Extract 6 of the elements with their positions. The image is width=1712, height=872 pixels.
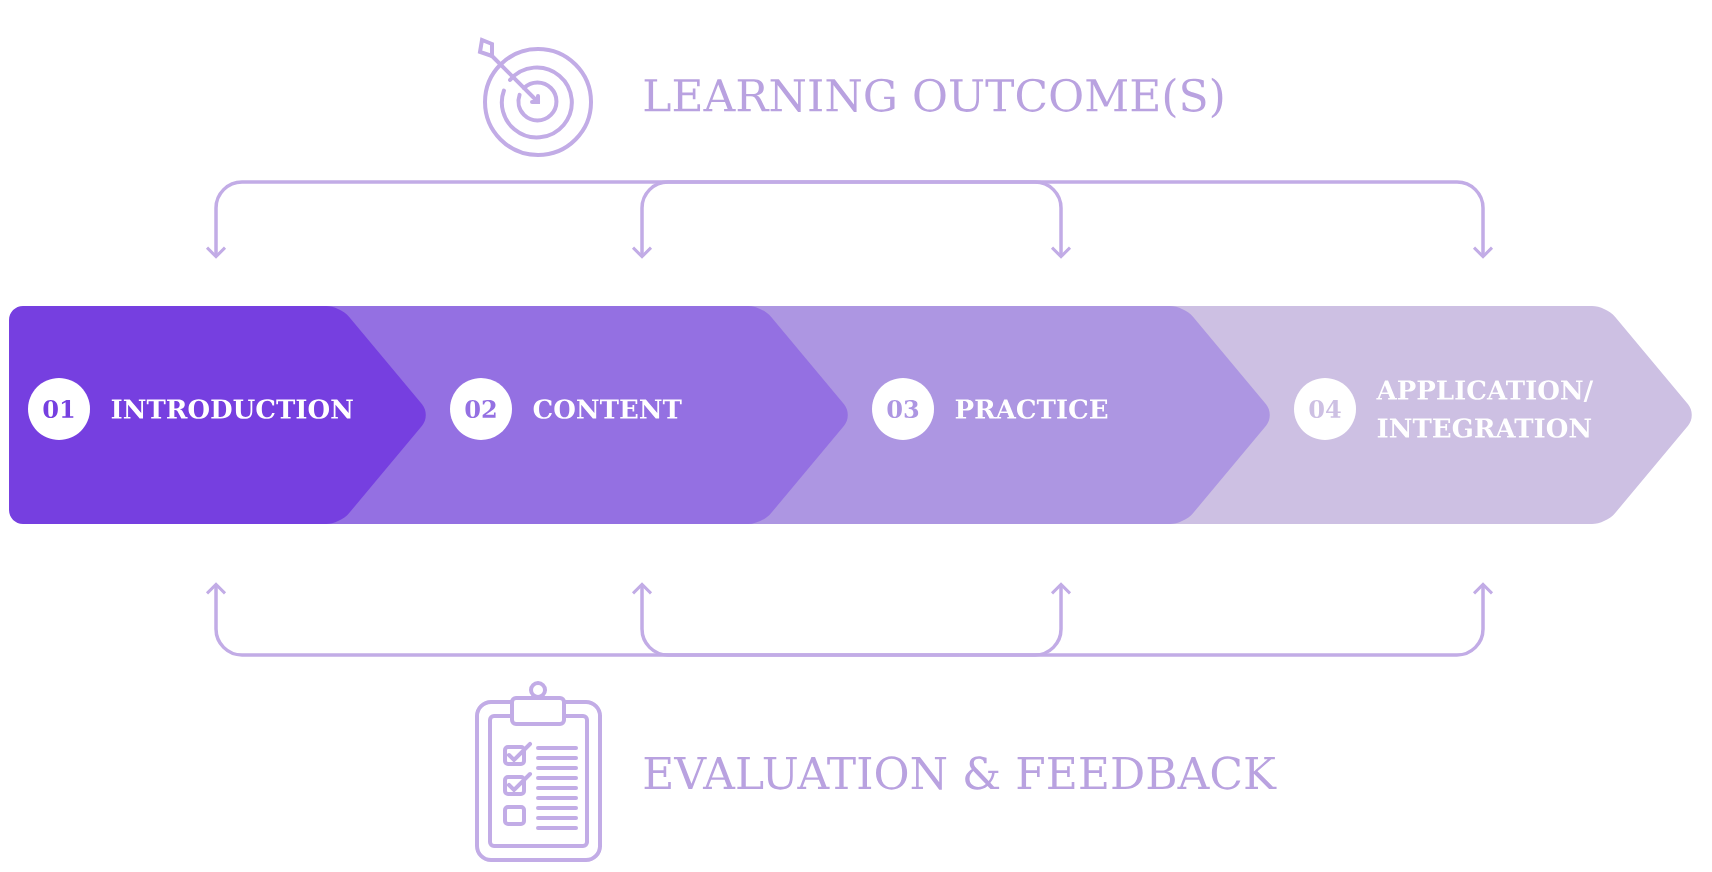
heading: LEARNING OUTCOME(S) xyxy=(644,77,1223,119)
heading: EVALUATION & FEEDBACK xyxy=(644,756,1277,790)
arrow xyxy=(631,180,935,259)
arrow xyxy=(934,180,1494,259)
arrow xyxy=(959,582,1494,657)
arrow xyxy=(631,582,960,657)
